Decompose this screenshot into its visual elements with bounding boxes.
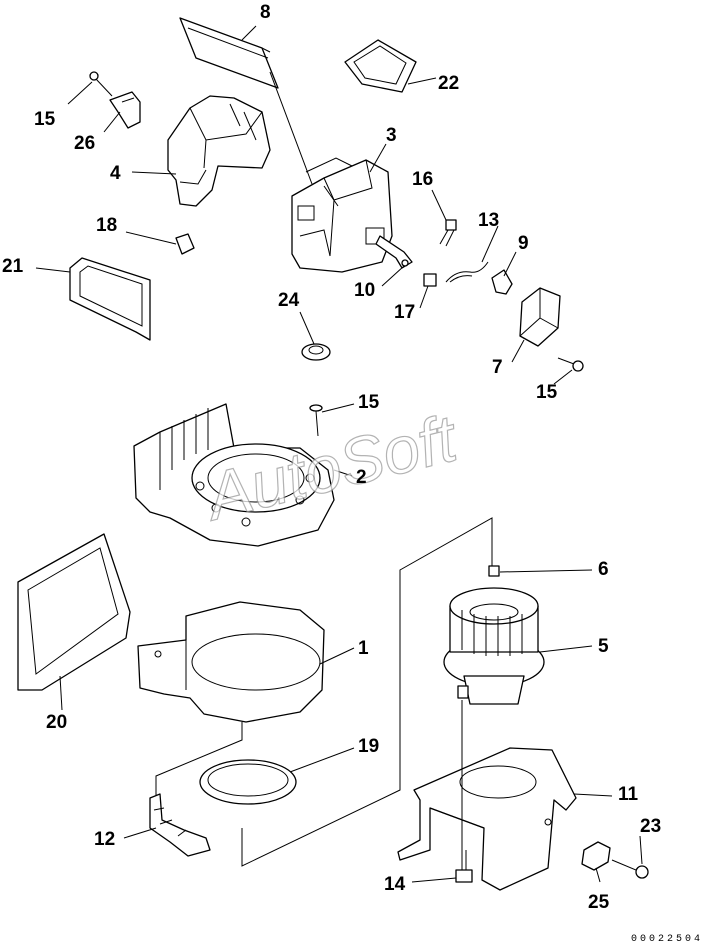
leader-lines bbox=[35, 25, 643, 883]
document-number: 00022504 bbox=[630, 934, 703, 945]
callout-19: 19 bbox=[358, 736, 379, 757]
callout-2: 2 bbox=[356, 467, 367, 488]
callout-16: 16 bbox=[412, 169, 433, 190]
callout-18: 18 bbox=[96, 215, 117, 236]
callout-10: 10 bbox=[354, 280, 375, 301]
callout-24: 24 bbox=[278, 290, 300, 311]
part-22-gasket bbox=[344, 39, 417, 93]
callout-8: 8 bbox=[260, 2, 271, 23]
bolt-15-top-left bbox=[89, 71, 113, 97]
part-12-hose bbox=[149, 793, 211, 857]
part-4-duct bbox=[167, 95, 271, 207]
part-11-bracket bbox=[397, 747, 577, 891]
callout-6: 6 bbox=[598, 559, 609, 580]
watermark-text: AutoSoft bbox=[196, 400, 466, 535]
callout-17: 17 bbox=[394, 302, 415, 323]
callout-4: 4 bbox=[110, 163, 121, 184]
part-7-actuator bbox=[519, 287, 561, 347]
part-23-bolt bbox=[611, 859, 649, 879]
callout-26: 26 bbox=[74, 133, 95, 154]
callout-9: 9 bbox=[518, 233, 529, 254]
callout-1: 1 bbox=[358, 638, 369, 659]
part-19-seal bbox=[199, 759, 297, 805]
part-3-case bbox=[291, 157, 393, 273]
part-17-pin bbox=[423, 273, 437, 287]
part-6-clip bbox=[488, 565, 500, 577]
callout-15a: 15 bbox=[34, 109, 56, 130]
part-20-filter bbox=[17, 533, 131, 691]
part-18-clip bbox=[175, 233, 195, 255]
part-26-bracket bbox=[109, 91, 141, 129]
screw-15-upper-case bbox=[309, 404, 323, 437]
callout-labels: 8 22 15 26 4 3 16 18 13 9 21 10 17 24 7 … bbox=[2, 2, 661, 913]
callout-21: 21 bbox=[2, 256, 24, 277]
part-25-relay bbox=[581, 841, 611, 871]
part-9-lever bbox=[491, 269, 513, 295]
callout-13: 13 bbox=[478, 210, 499, 231]
part-5-blower-motor bbox=[443, 587, 545, 705]
part-8-filter-plate bbox=[179, 17, 279, 89]
callout-11: 11 bbox=[618, 784, 639, 805]
callout-23: 23 bbox=[640, 816, 661, 837]
assembly-lines bbox=[155, 71, 493, 867]
callout-5: 5 bbox=[598, 636, 609, 657]
part-2-upper-case bbox=[133, 403, 335, 547]
part-24-grommet bbox=[301, 343, 331, 361]
callout-20: 20 bbox=[46, 712, 67, 733]
callout-25: 25 bbox=[588, 892, 610, 913]
callout-12: 12 bbox=[94, 829, 115, 850]
callout-3: 3 bbox=[386, 125, 397, 146]
callout-14: 14 bbox=[384, 874, 406, 895]
bolt-15-actuator bbox=[557, 357, 584, 372]
part-16-screw bbox=[439, 219, 457, 247]
callout-7: 7 bbox=[492, 357, 503, 378]
part-21-gasket bbox=[69, 257, 151, 341]
part-14-bolt bbox=[455, 850, 473, 883]
callout-22: 22 bbox=[438, 73, 459, 94]
callout-15b: 15 bbox=[536, 382, 558, 403]
callout-15c: 15 bbox=[358, 392, 380, 413]
part-1-lower-case bbox=[137, 601, 325, 723]
part-13-rod bbox=[445, 261, 489, 283]
